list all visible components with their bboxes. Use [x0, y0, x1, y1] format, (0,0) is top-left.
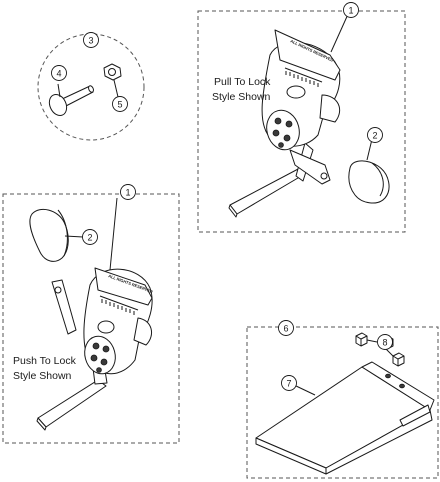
- callout-2-left: 2: [82, 229, 98, 245]
- nut-part: [103, 63, 122, 81]
- group-1-left-dashed-box: [2, 193, 180, 444]
- pull-to-lock-bracket: ALL RIGHTS RESERVED: [228, 29, 341, 218]
- callout-1-top: 1: [343, 2, 359, 18]
- group-3-dashed-circle: [37, 33, 145, 141]
- push-to-lock-label-line2: Style Shown: [13, 370, 72, 382]
- svg-text:7: 7: [286, 379, 291, 389]
- group-6-dashed-box: [246, 326, 439, 479]
- pull-to-lock-label-line1: Pull To Lock: [214, 76, 271, 88]
- rack-teeth: [99, 295, 139, 315]
- group-3-hardware: [37, 33, 145, 141]
- svg-text:5: 5: [117, 100, 122, 110]
- svg-text:8: 8: [382, 338, 387, 348]
- callout-8: 8: [377, 334, 393, 350]
- callout-3: 3: [83, 32, 99, 48]
- svg-text:4: 4: [56, 69, 61, 79]
- push-to-lock-label-line1: Push To Lock: [13, 355, 77, 367]
- wedge-block-part: [255, 361, 435, 475]
- callout-7: 7: [281, 375, 297, 391]
- callout-6: 6: [278, 320, 294, 336]
- callout-4: 4: [51, 65, 67, 81]
- handle-pad-top: [348, 160, 390, 204]
- group-1-top-dashed-box: [197, 10, 406, 233]
- pull-to-lock-label-line2: Style Shown: [212, 91, 271, 103]
- svg-text:3: 3: [88, 36, 93, 46]
- svg-text:6: 6: [283, 324, 288, 334]
- svg-text:1: 1: [348, 6, 353, 16]
- push-to-lock-bracket: ALL RIGHTS RESERVED: [36, 267, 154, 431]
- bolt-part: [48, 85, 94, 117]
- callout-5: 5: [112, 96, 128, 112]
- callout-1-left: 1: [120, 184, 136, 200]
- svg-text:2: 2: [87, 233, 92, 243]
- callout-2-top: 2: [367, 127, 383, 143]
- rack-teeth: [284, 67, 323, 87]
- svg-text:1: 1: [125, 188, 130, 198]
- handle-pad-left: [29, 208, 69, 262]
- svg-text:2: 2: [372, 131, 377, 141]
